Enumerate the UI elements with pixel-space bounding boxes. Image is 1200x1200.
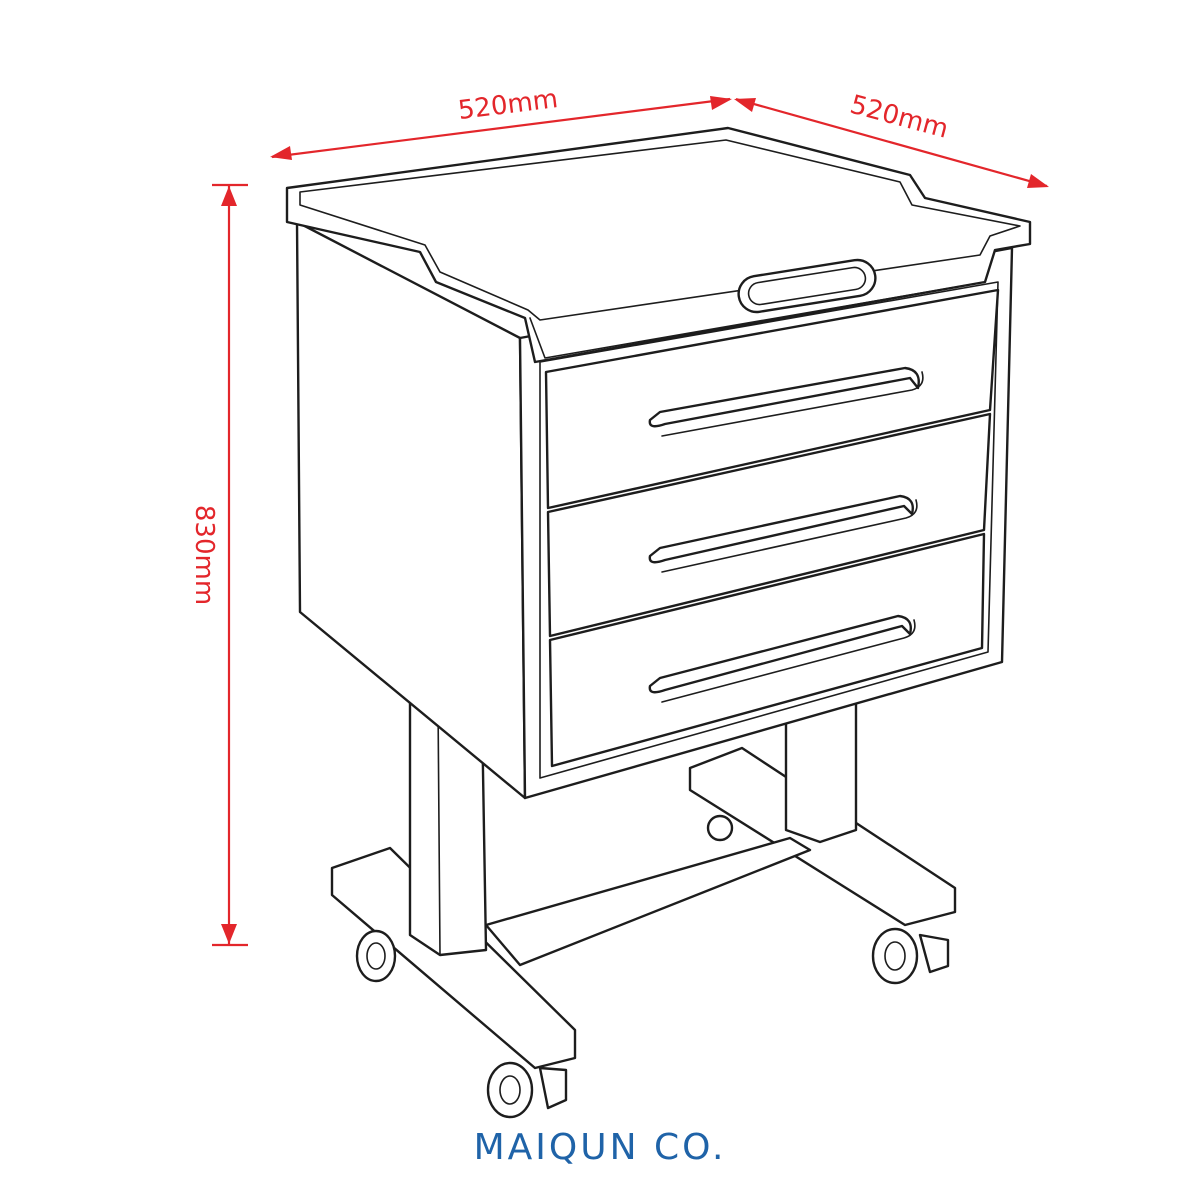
caster-front-right xyxy=(486,1061,568,1119)
caster-wheel xyxy=(486,1061,534,1119)
height-arrow-top xyxy=(221,186,237,206)
drawer-top[interactable] xyxy=(544,288,1000,510)
front-width-label: 520mm xyxy=(456,84,559,126)
height-label: 830mm xyxy=(189,505,219,605)
front-width-line xyxy=(271,97,731,159)
drawer-handle[interactable] xyxy=(648,494,914,564)
caster-brake xyxy=(918,933,950,974)
drawer-handle[interactable] xyxy=(648,614,912,694)
dimension-height: 830mm xyxy=(189,183,248,947)
side-width-label: 520mm xyxy=(847,90,952,145)
caster-front-left xyxy=(355,929,397,983)
caster-wheel xyxy=(871,927,919,985)
center-stretcher xyxy=(484,836,812,967)
tray-outline xyxy=(285,126,1032,364)
front-base-edge xyxy=(331,867,536,1069)
caster-wheel xyxy=(706,814,734,842)
side-width-arrow-right xyxy=(1027,174,1049,188)
tray-handle-cutout xyxy=(737,258,877,314)
tray-rim xyxy=(299,139,1021,321)
tray-front-lip xyxy=(529,281,986,359)
base-frame xyxy=(330,694,957,1070)
front-column-edge xyxy=(437,701,441,956)
drawer-bottom[interactable] xyxy=(548,532,986,768)
caster-brake xyxy=(538,1066,568,1110)
caster-wheel xyxy=(355,929,397,983)
caster-rear-right xyxy=(871,927,950,985)
brand-logo: MAIQUN CO. xyxy=(473,1127,727,1168)
front-frame-inner xyxy=(539,281,999,779)
side-width-line xyxy=(735,97,1048,188)
rear-column xyxy=(784,700,858,844)
drawer-middle[interactable] xyxy=(546,412,992,638)
caster-rear-left xyxy=(706,814,734,842)
height-arrow-bottom xyxy=(221,924,237,944)
front-width-arrow-right xyxy=(710,96,732,110)
top-tray xyxy=(285,126,1032,364)
front-width-arrow-left xyxy=(270,146,292,160)
side-width-arrow-left xyxy=(734,98,756,112)
drawer-handle[interactable] xyxy=(648,366,920,428)
